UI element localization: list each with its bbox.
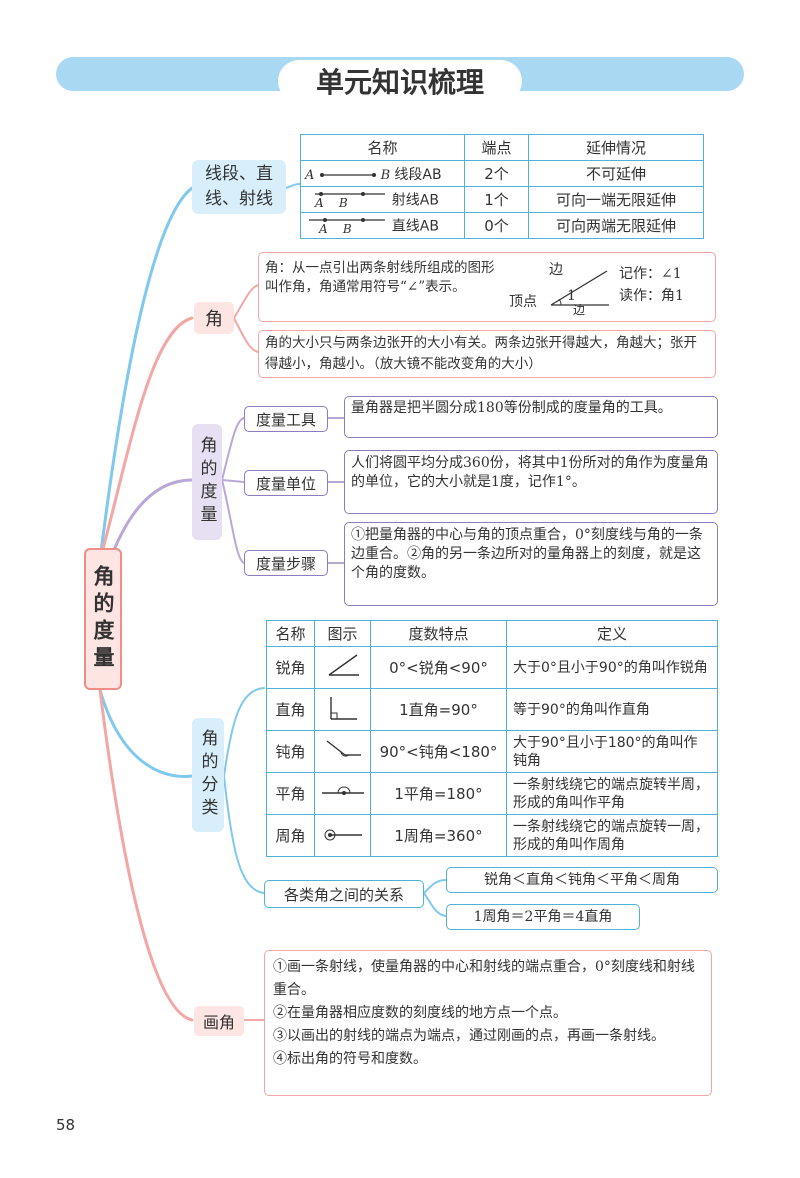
right-name: 直角: [266, 688, 315, 731]
ray-extension: 可向一端无限延伸: [528, 186, 704, 213]
classify-label: 角的分类: [197, 729, 218, 821]
relation-order: 锐角＜直角＜钝角＜平角＜周角: [446, 867, 718, 893]
angle-notation-read: 读作：角1: [619, 288, 684, 304]
lines-table: 名称 端点 延伸情况 A B 线段AB 2个 不可延伸 A B 射线AB 1个 …: [300, 134, 704, 239]
full-angle-icon: [324, 829, 362, 840]
right-feature: 1直角=90°: [370, 688, 507, 731]
obtuse-definition: 大于90°且小于180°的角叫作钝角: [506, 730, 718, 773]
measure-steps-label: 度量步骤: [255, 554, 316, 573]
classify-header-figure: 图示: [314, 620, 371, 647]
segment-extension: 不可延伸: [528, 160, 704, 187]
acute-name: 锐角: [266, 646, 315, 689]
measure-unit-label: 度量单位: [255, 474, 316, 493]
relation-equation: 1周角＝2平角＝4直角: [446, 904, 640, 930]
lines-header-extension: 延伸情况: [528, 134, 704, 161]
obtuse-name: 钝角: [266, 730, 315, 773]
measure-label: 角的度量: [196, 436, 217, 528]
full-feature: 1周角=360°: [370, 814, 507, 857]
line-marks: A B: [319, 221, 352, 236]
ray-figure: [315, 191, 385, 196]
lines-header-name: 名称: [300, 134, 465, 161]
obtuse-angle-icon: [326, 739, 361, 757]
angle-vertex: 顶点: [509, 294, 537, 310]
angle-notation-write: 记作：∠1: [619, 266, 682, 282]
line-extension: 可向两端无限延伸: [528, 212, 704, 239]
draw-node: 画角: [194, 1006, 244, 1036]
line-figure: [309, 217, 385, 222]
ray-endpoints: 1个: [464, 186, 529, 213]
measure-tool-label: 度量工具: [255, 410, 316, 429]
straight-feature: 1平角=180°: [370, 772, 507, 815]
angle-side-top: 边: [549, 262, 563, 278]
segment-mark-b: B: [380, 167, 391, 183]
relation-node: 各类角之间的关系: [264, 880, 424, 908]
straight-angle-icon: [321, 786, 364, 795]
table-row: A B 线段AB 2个 不可延伸: [300, 160, 704, 187]
table-row: 钝角 90°<钝角<180° 大于90°且小于180°的角叫作钝角: [266, 730, 718, 773]
segment-figure: [319, 173, 376, 177]
angle-label: 角: [205, 309, 223, 330]
lines-header-endpoints: 端点: [464, 134, 529, 161]
root-label: 角的度量: [91, 565, 115, 673]
segment-endpoints: 2个: [464, 160, 529, 187]
classify-header-definition: 定义: [506, 620, 718, 647]
draw-label: 画角: [202, 1013, 235, 1032]
classify-header-name: 名称: [266, 620, 315, 647]
segment-name: 线段AB: [394, 166, 442, 183]
table-row: 平角 1平角=180° 一条射线绕它的端点旋转半周，形成的角叫作平角: [266, 772, 718, 815]
measure-unit-text: 人们将圆平均分成360份，将其中1份所对的角作为度量角的单位，它的大小就是1度，…: [344, 450, 718, 514]
straight-definition: 一条射线绕它的端点旋转半周，形成的角叫作平角: [506, 772, 718, 815]
measure-tool-text: 量角器是把半圆分成180等份制成的度量角的工具。: [344, 396, 718, 438]
draw-steps-box: ①画一条射线，使量角器的中心和射线的端点重合，0°刻度线和射线重合。 ②在量角器…: [264, 950, 712, 1096]
relation-label: 各类角之间的关系: [283, 885, 404, 904]
classify-header-feature: 度数特点: [370, 620, 507, 647]
angle-figure: [550, 270, 609, 306]
lines-label: 线段、直线、射线: [205, 164, 273, 209]
table-row: A B 直线AB 0个 可向两端无限延伸: [300, 212, 704, 239]
ray-name: 射线AB: [391, 192, 439, 208]
measure-node: 角的度量: [192, 424, 222, 540]
draw-step-3: ③以画出的射线的端点为端点，通过刚画的点，再画一条射线。: [273, 1028, 665, 1044]
acute-feature: 0°<锐角<90°: [370, 646, 507, 689]
angle-definition: 角：从一点引出两条射线所组成的图形叫作角，角通常用符号“∠”表示。: [265, 260, 495, 295]
right-angle-icon: [329, 696, 357, 720]
table-row: A B 射线AB 1个 可向一端无限延伸: [300, 186, 704, 213]
straight-name: 平角: [266, 772, 315, 815]
ray-marks: A B: [315, 195, 348, 210]
table-row: 周角 1周角=360° 一条射线绕它的端点旋转一周，形成的角叫作周角: [266, 814, 718, 857]
draw-step-2: ②在量角器相应度数的刻度线的地方点一个点。: [273, 1005, 567, 1021]
measure-unit-node: 度量单位: [244, 470, 328, 496]
full-definition: 一条射线绕它的端点旋转一周，形成的角叫作周角: [506, 814, 718, 857]
angle-side-bottom: 边: [573, 303, 586, 317]
table-row: 直角 1直角=90° 等于90°的角叫作直角: [266, 688, 718, 731]
measure-steps-text: ①把量角器的中心与角的顶点重合，0°刻度线与角的一条边重合。②角的另一条边所对的…: [344, 522, 718, 606]
full-name: 周角: [266, 814, 315, 857]
segment-mark-a: A: [305, 167, 315, 183]
page-title: 单元知识梳理: [278, 60, 522, 102]
measure-steps-node: 度量步骤: [244, 550, 328, 576]
acute-definition: 大于0°且小于90°的角叫作锐角: [506, 646, 718, 689]
draw-step-1: ①画一条射线，使量角器的中心和射线的端点重合，0°刻度线和射线重合。: [273, 959, 695, 998]
line-name: 直线AB: [391, 218, 439, 234]
line-endpoints: 0个: [464, 212, 529, 239]
lines-node: 线段、直线、射线: [192, 160, 286, 214]
acute-angle-icon: [328, 653, 359, 676]
angle-number: 1: [567, 288, 576, 304]
classify-table: 名称 图示 度数特点 定义 锐角 0°<锐角<90° 大于0°且小于90°的角叫…: [266, 620, 718, 857]
angle-definition-box: 角：从一点引出两条射线所组成的图形叫作角，角通常用符号“∠”表示。 边 顶点 1…: [258, 252, 716, 322]
classify-node: 角的分类: [192, 718, 224, 832]
angle-node: 角: [194, 302, 234, 334]
page-number: 58: [56, 1116, 76, 1134]
measure-tool-node: 度量工具: [244, 406, 328, 432]
table-row: 锐角 0°<锐角<90° 大于0°且小于90°的角叫作锐角: [266, 646, 718, 689]
obtuse-feature: 90°<钝角<180°: [370, 730, 507, 773]
root-node: 角的度量: [84, 548, 122, 690]
angle-size-note: 角的大小只与两条边张开的大小有关。两条边张开得越大，角越大；张开得越小，角越小。…: [258, 330, 716, 378]
right-definition: 等于90°的角叫作直角: [506, 688, 718, 731]
draw-step-4: ④标出角的符号和度数。: [273, 1051, 427, 1067]
